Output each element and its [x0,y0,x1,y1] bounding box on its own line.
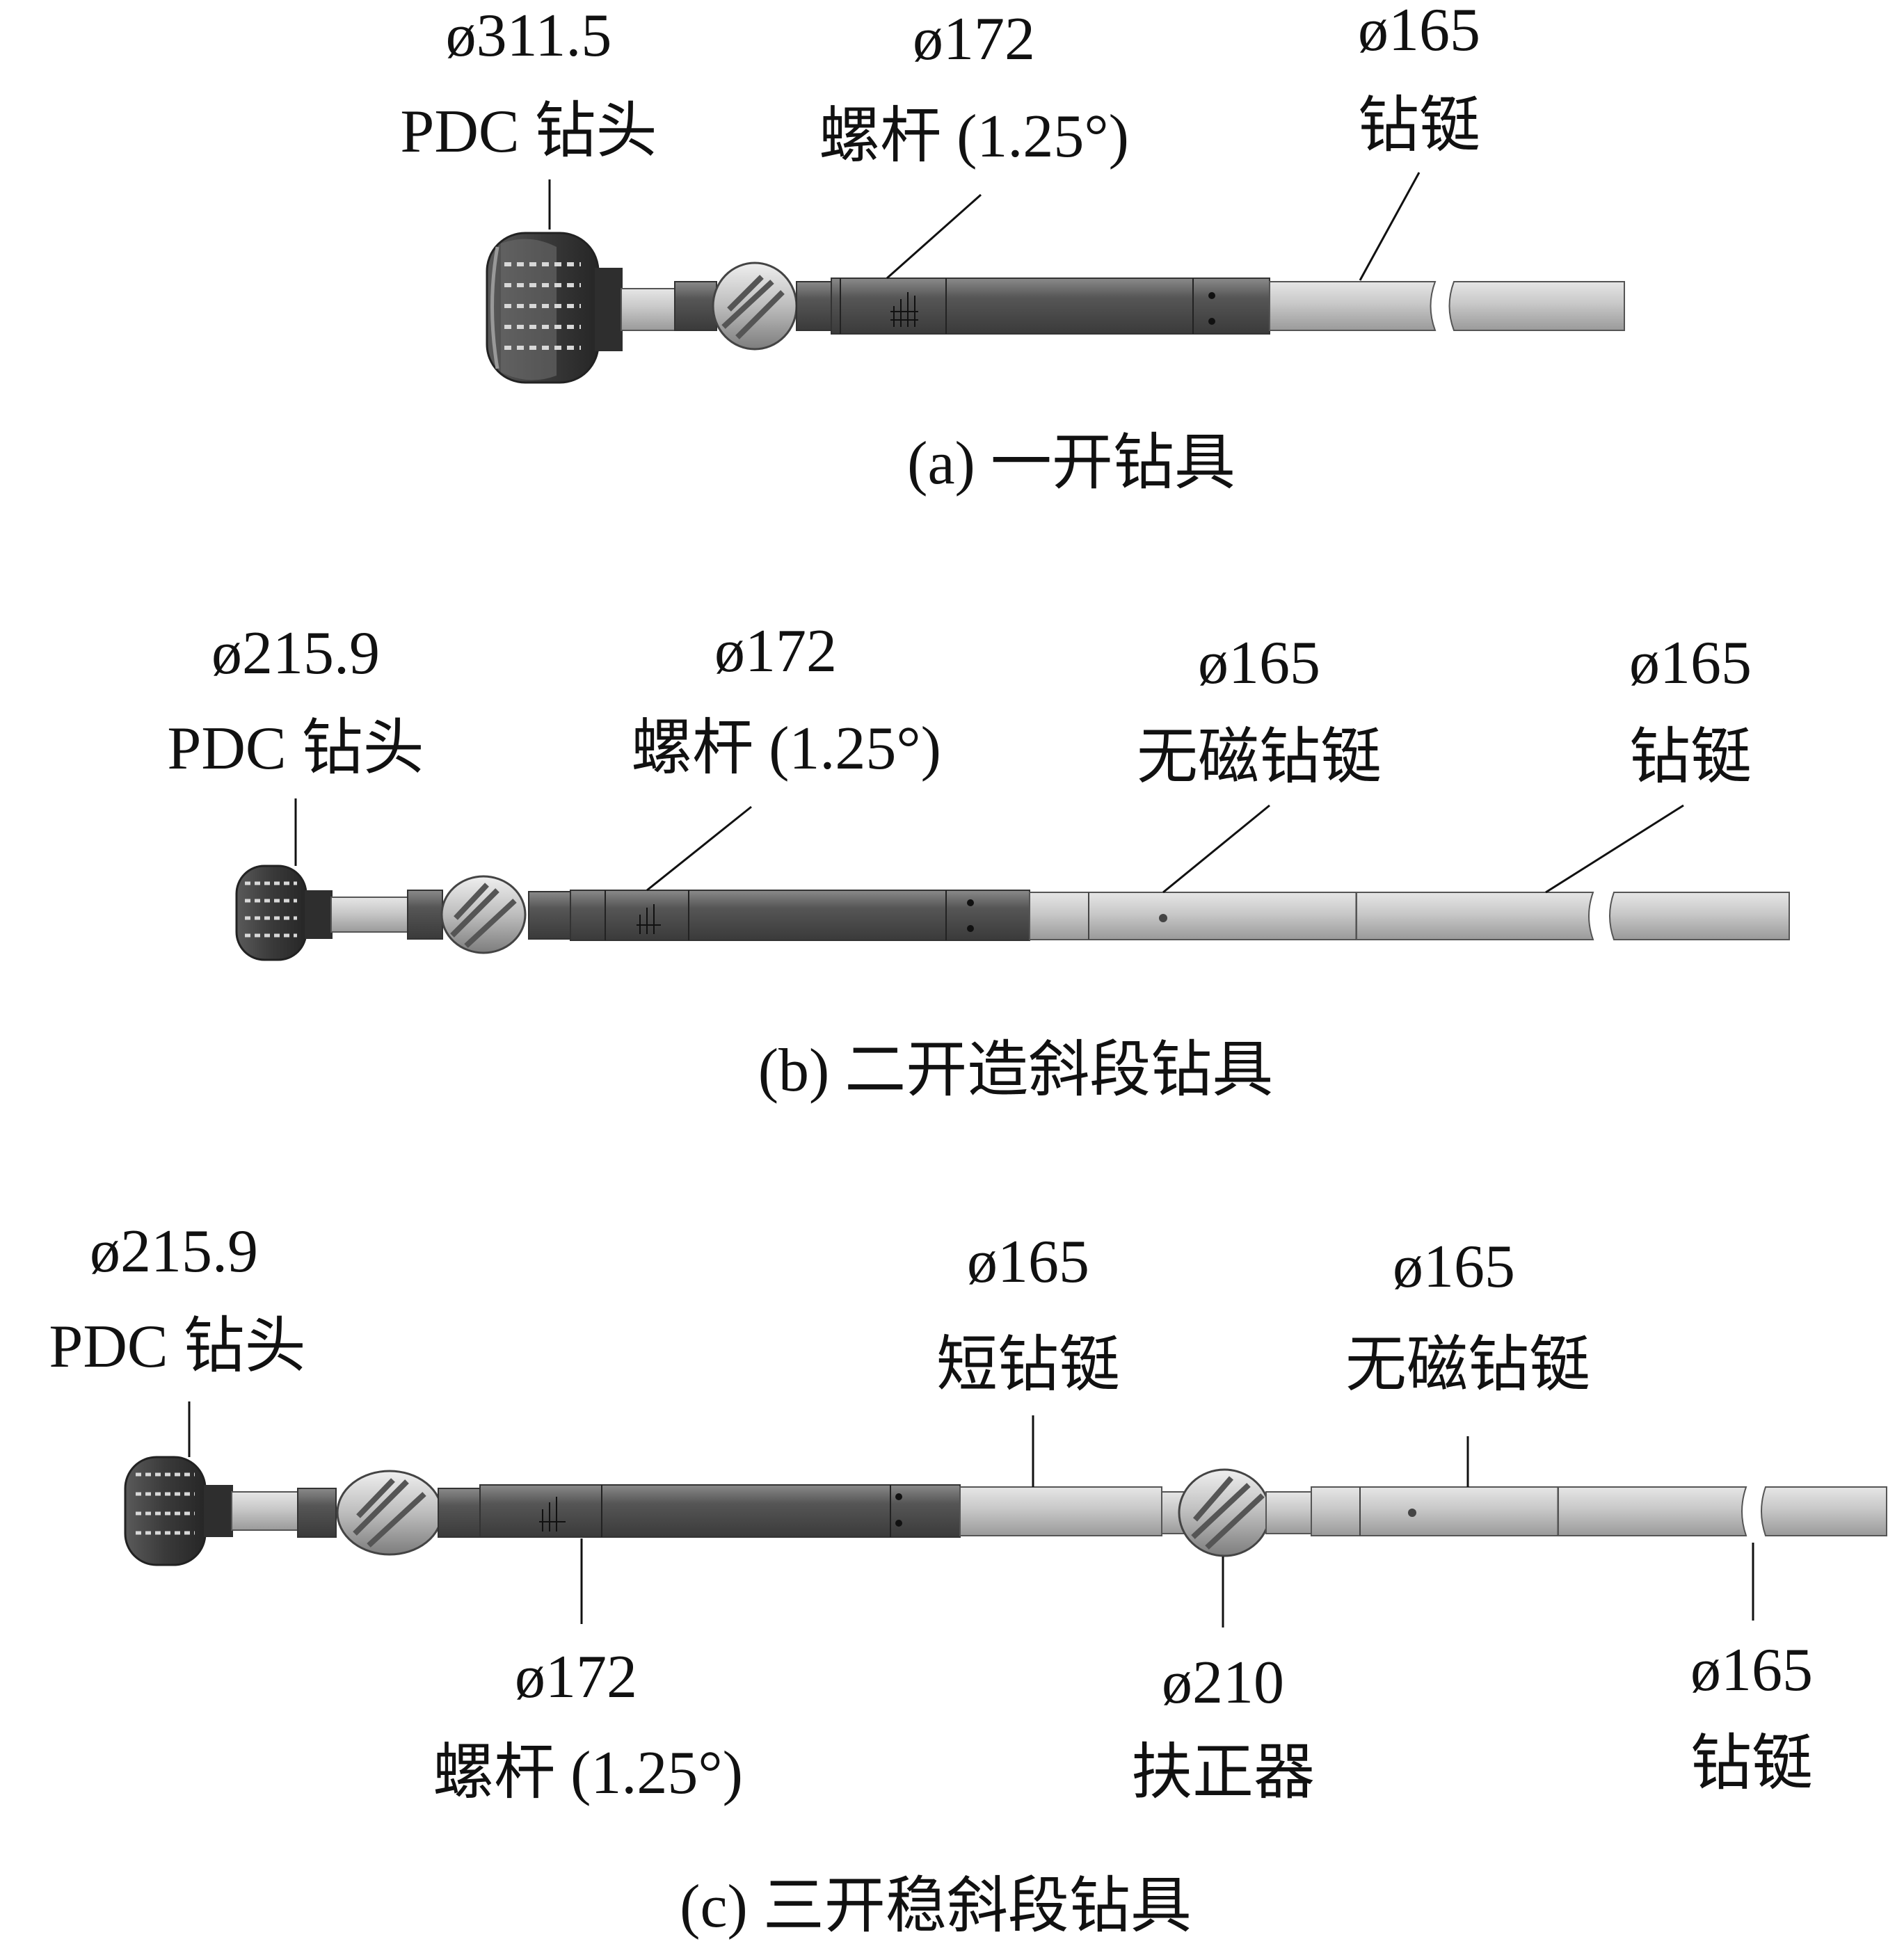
collar-size-label: ø165 [1358,0,1480,64]
bit-name-label: PDC 钻头 [400,98,657,166]
motor-name-label: 螺杆 (1.25°) [433,1739,743,1807]
bit-name-label: PDC 钻头 [167,715,424,782]
panel-a-caption: (a) 一开钻具 [907,430,1235,497]
panel-a: ø311.5 PDC 钻头 ø172 螺杆 (1.25°) ø165 钻铤 (a… [400,0,1625,497]
motor-size-label: ø172 [714,618,837,685]
panel-b: ø215.9 PDC 钻头 ø172 螺杆 (1.25°) ø165 无磁钻铤 … [167,618,1790,1104]
stabilizer-size-label: ø210 [1162,1649,1284,1717]
short-collar-size-label: ø165 [967,1228,1089,1296]
pdc-bit-icon [235,865,408,961]
pdc-bit-icon [124,1456,298,1566]
collar-name-label: 钻铤 [1629,724,1752,791]
panel-c-caption: (c) 三开稳斜段钻具 [680,1873,1192,1940]
motor-leader-line [646,805,752,892]
motor-name-label: 螺杆 (1.25°) [819,103,1129,170]
motor-size-label: ø172 [913,6,1035,73]
short-collar-icon [959,1486,1162,1536]
motor-leader-line [886,193,982,280]
collar-name-label: 钻铤 [1358,93,1480,160]
motor-name-label: 螺杆 (1.25°) [631,715,941,782]
stabilizer-name-label: 扶正器 [1131,1739,1315,1807]
nonmag-size-label: ø165 [1198,629,1320,697]
nonmag-name-label: 无磁钻铤 [1137,724,1382,791]
bit-size-label: ø215.9 [90,1218,258,1285]
short-collar-name-label: 短钻铤 [936,1332,1120,1399]
nonmagnetic-collar-icon [1029,892,1357,940]
pdc-bit-icon [486,232,678,384]
motor-icon [407,875,1030,954]
nonmag-size-label: ø165 [1393,1233,1515,1301]
collar-leader-line [1545,804,1684,894]
panel-b-caption: (b) 二开造斜段钻具 [758,1037,1274,1104]
bit-size-label: ø311.5 [446,2,612,70]
drill-collar-icon [1269,281,1625,331]
collar-name-label: 钻铤 [1690,1730,1813,1798]
drill-collar-icon [1557,1486,1887,1536]
motor-icon [674,262,1270,351]
motor-size-label: ø172 [515,1643,637,1711]
panel-c: ø215.9 PDC 钻头 ø165 短钻铤 ø165 无磁钻铤 ø172 螺杆… [49,1218,1887,1940]
nonmag-name-label: 无磁钻铤 [1345,1332,1590,1399]
stabilizer-icon [1161,1468,1312,1557]
drill-collar-icon [1355,892,1790,940]
collar-size-label: ø165 [1690,1637,1813,1704]
nonmagnetic-collar-icon [1311,1486,1559,1536]
motor-icon [297,1470,961,1556]
bit-name-label: PDC 钻头 [49,1313,305,1381]
collar-leader-line [1359,172,1421,281]
nonmag-leader-line [1162,804,1270,894]
collar-size-label: ø165 [1629,629,1752,697]
bit-size-label: ø215.9 [211,620,380,687]
